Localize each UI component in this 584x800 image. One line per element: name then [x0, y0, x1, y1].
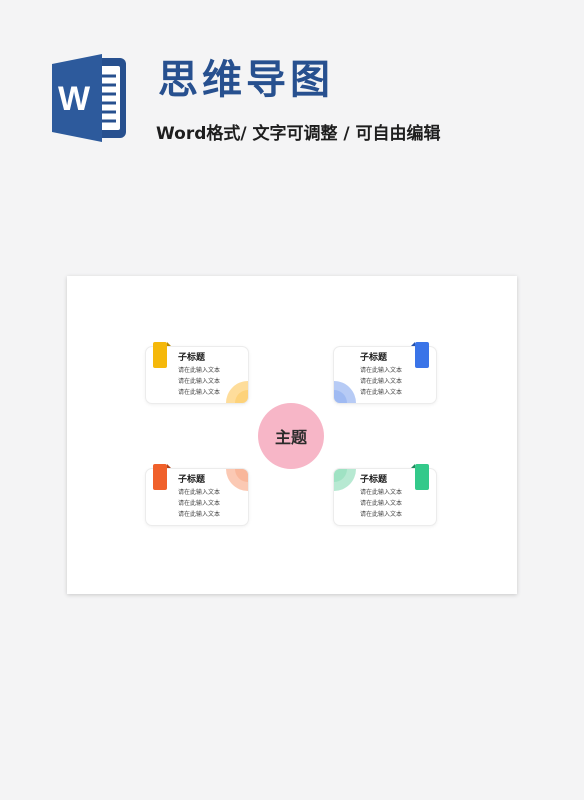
quarter-circle-decoration: [334, 469, 356, 491]
word-logo-icon: W: [52, 52, 128, 144]
bookmark-tab: [415, 464, 429, 490]
bookmark-tab: [415, 342, 429, 368]
quarter-circle-decoration: [226, 469, 248, 491]
bookmark-tab-fold: [167, 464, 171, 468]
node-text-line: 请在此输入文本: [360, 389, 403, 396]
node-text-line: 请在此输入文本: [360, 367, 403, 374]
node-heading: 子标题: [178, 353, 206, 363]
node-text-line: 请在此输入文本: [178, 500, 221, 507]
quarter-circle-decoration: [334, 381, 356, 403]
bookmark-tab: [153, 342, 167, 368]
node-text-line: 请在此输入文本: [178, 378, 221, 385]
node-heading: 子标题: [360, 353, 388, 363]
node-text-line: 请在此输入文本: [178, 489, 221, 496]
page-title: 思维导图: [158, 57, 334, 103]
quarter-circle-decoration: [226, 381, 248, 403]
node-text-line: 请在此输入文本: [360, 489, 403, 496]
node-heading: 子标题: [178, 475, 206, 485]
logo-letter: W: [58, 80, 91, 118]
page-subtitle: Word格式/ 文字可调整 / 可自由编辑: [156, 124, 441, 144]
node-text-line: 请在此输入文本: [178, 367, 221, 374]
node-text-line: 请在此输入文本: [178, 511, 221, 518]
node-text-line: 请在此输入文本: [360, 378, 403, 385]
bookmark-tab: [153, 464, 167, 490]
node-heading: 子标题: [360, 475, 388, 485]
central-topic[interactable]: 主题: [258, 403, 324, 469]
node-text-line: 请在此输入文本: [360, 511, 403, 518]
node-text-line: 请在此输入文本: [178, 389, 221, 396]
bookmark-tab-fold: [167, 342, 171, 346]
node-text-line: 请在此输入文本: [360, 500, 403, 507]
bookmark-tab-fold: [411, 464, 415, 468]
bookmark-tab-fold: [411, 342, 415, 346]
central-topic-label: 主题: [274, 428, 307, 447]
